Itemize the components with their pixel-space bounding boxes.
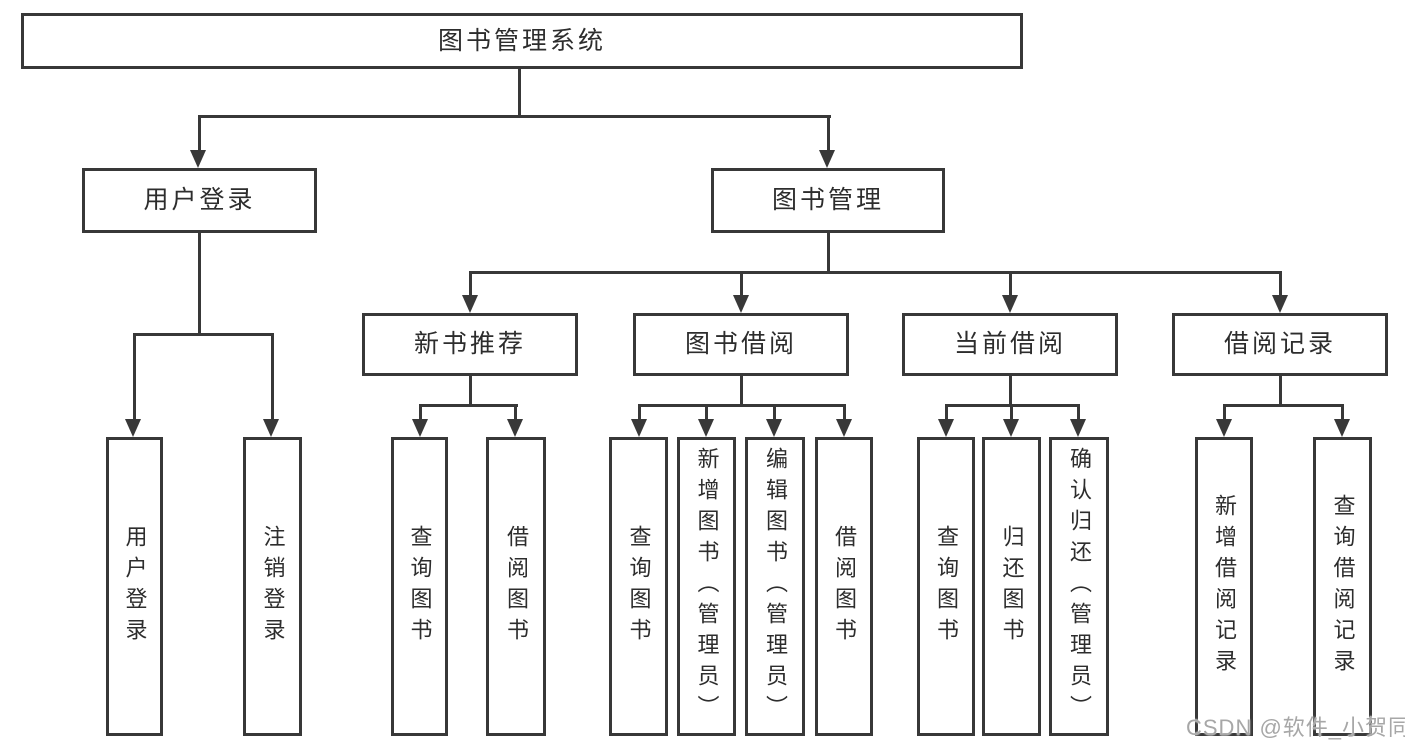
arrow-down-icon xyxy=(631,419,647,437)
arrow-down-icon xyxy=(190,150,206,168)
arrow-down-icon xyxy=(698,419,714,437)
leaf-edit-books-admin: 编辑图书（管理员） xyxy=(745,437,805,736)
leaf-add-books-admin: 新增图书（管理员） xyxy=(677,437,736,736)
arrow-down-icon xyxy=(1002,295,1018,313)
arrow-down-icon xyxy=(1216,419,1232,437)
arrow-down-icon xyxy=(1070,419,1086,437)
leaf-logout: 注销登录 xyxy=(243,437,302,736)
arrow-down-icon xyxy=(1003,419,1019,437)
arrow-down-icon xyxy=(766,419,782,437)
connector-stem-leaf xyxy=(843,404,846,421)
connector-split-new-books xyxy=(419,404,518,407)
connector-stem-leaf xyxy=(133,333,136,420)
connector-stem-user-login xyxy=(198,115,201,152)
connector-stem-leaf xyxy=(705,404,708,421)
leaf-user-login: 用户登录 xyxy=(106,437,163,736)
arrow-down-icon xyxy=(125,419,141,437)
arrow-down-icon xyxy=(462,295,478,313)
connector-stem-book-borrowing xyxy=(740,271,743,298)
connector-new-books-stem xyxy=(469,375,472,407)
arrow-down-icon xyxy=(733,295,749,313)
connector-borrowing-records-stem xyxy=(1279,375,1282,407)
connector-book-borrowing-stem xyxy=(740,375,743,407)
arrow-down-icon xyxy=(836,419,852,437)
connector-split-borrowing-records xyxy=(1223,404,1343,407)
arrow-down-icon xyxy=(1334,419,1350,437)
leaf-confirm-return-admin: 确认归还（管理员） xyxy=(1049,437,1109,736)
leaf-query-books-1: 查询图书 xyxy=(391,437,448,736)
arrow-down-icon xyxy=(1272,295,1288,313)
connector-stem-leaf xyxy=(271,333,274,420)
connector-book-mgmt-stem xyxy=(827,233,830,274)
arrow-down-icon xyxy=(507,419,523,437)
leaf-query-books-3: 查询图书 xyxy=(917,437,975,736)
node-user-login: 用户登录 xyxy=(82,168,317,233)
leaf-query-borrow-record: 查询借阅记录 xyxy=(1313,437,1372,736)
connector-stem-book-mgmt xyxy=(827,115,830,152)
arrow-down-icon xyxy=(412,419,428,437)
node-root: 图书管理系统 xyxy=(21,13,1023,69)
arrow-down-icon xyxy=(819,150,835,168)
node-book-mgmt: 图书管理 xyxy=(711,168,945,233)
connector-stem-borrowing-records xyxy=(1279,271,1282,298)
leaf-borrow-books-2: 借阅图书 xyxy=(815,437,873,736)
connector-split-level2 xyxy=(198,115,831,118)
node-current-borrowing: 当前借阅 xyxy=(902,313,1118,376)
leaf-add-borrow-record: 新增借阅记录 xyxy=(1195,437,1253,736)
connector-stem-leaf xyxy=(1341,404,1344,421)
connector-root-stem xyxy=(518,68,521,118)
leaf-return-books: 归还图书 xyxy=(982,437,1041,736)
connector-split-level3 xyxy=(469,271,1281,274)
connector-stem-leaf xyxy=(638,404,641,421)
csdn-watermark: CSDN @软件_小贺同学 xyxy=(1186,715,1405,740)
connector-split-book-borrowing xyxy=(638,404,846,407)
connector-stem-leaf xyxy=(419,404,422,421)
connector-stem-current-borrowing xyxy=(1009,271,1012,298)
connector-stem-new-books xyxy=(469,271,472,298)
connector-stem-leaf xyxy=(1077,404,1080,421)
connector-split-user-login xyxy=(133,333,274,336)
connector-stem-leaf xyxy=(945,404,948,421)
connector-stem-leaf xyxy=(773,404,776,421)
leaf-query-books-2: 查询图书 xyxy=(609,437,668,736)
connector-user-login-stem xyxy=(198,233,201,336)
leaf-borrow-books-1: 借阅图书 xyxy=(486,437,546,736)
connector-stem-leaf xyxy=(514,404,517,421)
connector-stem-leaf xyxy=(1223,404,1226,421)
node-borrowing-records: 借阅记录 xyxy=(1172,313,1388,376)
connector-current-borrowing-stem xyxy=(1009,375,1012,407)
arrow-down-icon xyxy=(263,419,279,437)
node-new-books: 新书推荐 xyxy=(362,313,578,376)
node-book-borrowing: 图书借阅 xyxy=(633,313,849,376)
connector-stem-leaf xyxy=(1010,404,1013,421)
arrow-down-icon xyxy=(938,419,954,437)
